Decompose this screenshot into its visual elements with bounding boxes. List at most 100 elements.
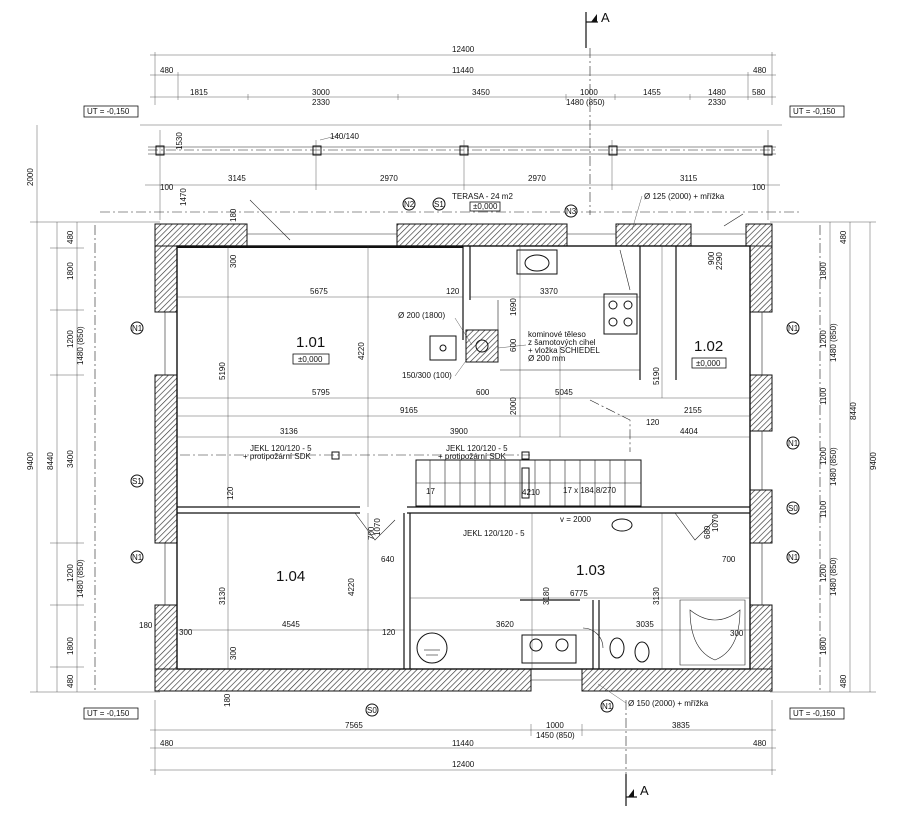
dim-int-2: 3370 bbox=[540, 287, 558, 296]
dim-left-outer: 9400 bbox=[26, 452, 35, 470]
dim-right-s0: 480 bbox=[839, 230, 848, 244]
note-jekl-1b: + protipožární SDK bbox=[243, 452, 311, 461]
bottom-dimensions: 7565 1000 3835 1450 (850) 480 11440 480 … bbox=[150, 700, 776, 775]
room-1-02: 1.02 ±0,000 bbox=[691, 338, 727, 369]
dim-int-32: 4545 bbox=[282, 620, 300, 629]
svg-text:UT = -0,150: UT = -0,150 bbox=[87, 709, 130, 718]
dim-right-s11: 480 bbox=[839, 674, 848, 688]
dim-int-14: 5190 bbox=[652, 367, 661, 385]
dim-int-8: 3136 bbox=[280, 427, 298, 436]
dim-top-r2-2: 480 bbox=[753, 66, 767, 75]
tag-4: N2 bbox=[402, 197, 416, 211]
inner-walls bbox=[176, 245, 751, 670]
room-level-1-01: ±0,000 bbox=[298, 355, 323, 364]
dim-int-1: 120 bbox=[446, 287, 460, 296]
svg-text:S1: S1 bbox=[434, 200, 444, 209]
dim-int-38: 300 bbox=[179, 628, 193, 637]
room-level-1-02: ±0,000 bbox=[696, 359, 721, 368]
svg-text:UT = -0,150: UT = -0,150 bbox=[793, 107, 836, 116]
dim-left-s4: 3400 bbox=[66, 450, 75, 468]
dim-right-s2: 1200 bbox=[819, 330, 828, 348]
dim-bot-11440: 11440 bbox=[452, 739, 474, 748]
dim-int-43: 700 bbox=[367, 526, 376, 540]
dim-right-s9: 1480 (850) bbox=[829, 557, 838, 596]
dim-int-37: 3130 bbox=[652, 587, 661, 605]
dim-int-6: 9165 bbox=[400, 406, 418, 415]
dim-top-r2-0: 480 bbox=[160, 66, 174, 75]
note-opening: 150/300 (100) bbox=[402, 371, 452, 380]
dim-int-29: 120 bbox=[382, 628, 396, 637]
tag-6: N3 bbox=[564, 204, 578, 218]
dim-top-r3-5: 1480 bbox=[708, 88, 726, 97]
ut-label-bottom-right: UT = -0,150 bbox=[789, 707, 845, 720]
dim-int-21: 4210 bbox=[522, 488, 540, 497]
svg-text:N1: N1 bbox=[132, 324, 143, 333]
dim-right-s5: 1200 bbox=[819, 447, 828, 465]
dim-int-25: 2290 bbox=[715, 252, 724, 270]
svg-text:S1: S1 bbox=[132, 477, 142, 486]
dim-int-27: 1070 bbox=[711, 514, 720, 532]
svg-text:N1: N1 bbox=[788, 324, 799, 333]
tag-11: S0 bbox=[365, 703, 379, 717]
dim-bot-1000: 1000 bbox=[546, 721, 564, 730]
note-stove-1: kominové těleso bbox=[528, 330, 586, 339]
dim-right-s1: 1800 bbox=[819, 262, 828, 280]
room-label-1-01: 1.01 bbox=[296, 334, 325, 351]
dim-left-s5: 1200 bbox=[66, 564, 75, 582]
dim-terrace-140: 140/140 bbox=[330, 132, 359, 141]
dim-right-s10: 1800 bbox=[819, 637, 828, 655]
dim-left-s7: 1800 bbox=[66, 637, 75, 655]
dim-right-s7: 1100 bbox=[819, 500, 828, 518]
dim-int-0: 5675 bbox=[310, 287, 328, 296]
doors bbox=[249, 199, 744, 649]
dim-top-r3b-0: 2330 bbox=[312, 98, 330, 107]
dim-int-39: 180 bbox=[139, 621, 153, 630]
tag-2: S1 bbox=[130, 474, 144, 488]
terrace-pergola: 140/140 1530 1470 3145 2970 2970 3115 10… bbox=[100, 124, 800, 220]
room-label-1-02: 1.02 bbox=[694, 338, 723, 355]
svg-text:UT = -0,150: UT = -0,150 bbox=[793, 709, 836, 718]
bathroom-fixtures bbox=[416, 518, 746, 666]
section-label-bottom: A bbox=[640, 783, 649, 798]
dim-terrace-100b: 100 bbox=[752, 183, 766, 192]
tag-5: S1 bbox=[432, 197, 446, 211]
dim-left-s0: 480 bbox=[66, 230, 75, 244]
interior-dimension-lines bbox=[177, 246, 750, 669]
dim-top-r3-4: 1455 bbox=[643, 88, 661, 97]
dim-left-inner: 8440 bbox=[46, 452, 55, 470]
dim-top-r3-1: 3000 bbox=[312, 88, 330, 97]
dim-bot-480a: 480 bbox=[160, 739, 174, 748]
dim-bot-1450: 1450 (850) bbox=[536, 731, 575, 740]
dim-top-r3b-1: 1480 (850) bbox=[566, 98, 605, 107]
dim-int-15: 4220 bbox=[347, 578, 356, 596]
note-jekl-2a: JEKL 120/120 - 5 bbox=[446, 444, 508, 453]
dim-int-45: 300 bbox=[730, 629, 744, 638]
svg-text:S0: S0 bbox=[788, 504, 798, 513]
dim-terrace-2970a: 2970 bbox=[380, 174, 398, 183]
svg-text:S0: S0 bbox=[367, 706, 377, 715]
dim-bot-overall: 12400 bbox=[452, 760, 475, 769]
tag-9: S0 bbox=[786, 501, 800, 515]
svg-text:N1: N1 bbox=[788, 553, 799, 562]
tag-10: N1 bbox=[600, 699, 614, 713]
note-vent-bottom: Ø 150 (2000) + mřížka bbox=[628, 699, 709, 708]
dim-int-7: 2155 bbox=[684, 406, 702, 415]
dim-int-42: 180 bbox=[223, 693, 232, 707]
interior-dimension-texts: 5675 120 3370 5795 600 5045 9165 2155 31… bbox=[139, 208, 744, 707]
dim-int-33: 3620 bbox=[496, 620, 514, 629]
room-label-1-04: 1.04 bbox=[276, 568, 305, 585]
annotations: Ø 200 (1800) 150/300 (100) kominové těle… bbox=[243, 192, 725, 708]
chimney-stove bbox=[429, 300, 499, 363]
dim-int-41: 300 bbox=[229, 646, 238, 660]
dim-int-30: 6775 bbox=[570, 589, 588, 598]
svg-text:N1: N1 bbox=[788, 439, 799, 448]
dim-top-r3-2: 3450 bbox=[472, 88, 490, 97]
dim-right-inner: 8440 bbox=[849, 402, 858, 420]
dim-top-r3-0: 1815 bbox=[190, 88, 208, 97]
dim-left-s6: 1480 (850) bbox=[76, 559, 85, 598]
dim-int-31: 700 bbox=[722, 555, 736, 564]
note-stove-2: z šamotových cihel bbox=[528, 338, 596, 347]
tag-0: N1 bbox=[130, 321, 144, 335]
tag-8: N1 bbox=[786, 550, 800, 564]
dim-int-35: 3130 bbox=[218, 587, 227, 605]
